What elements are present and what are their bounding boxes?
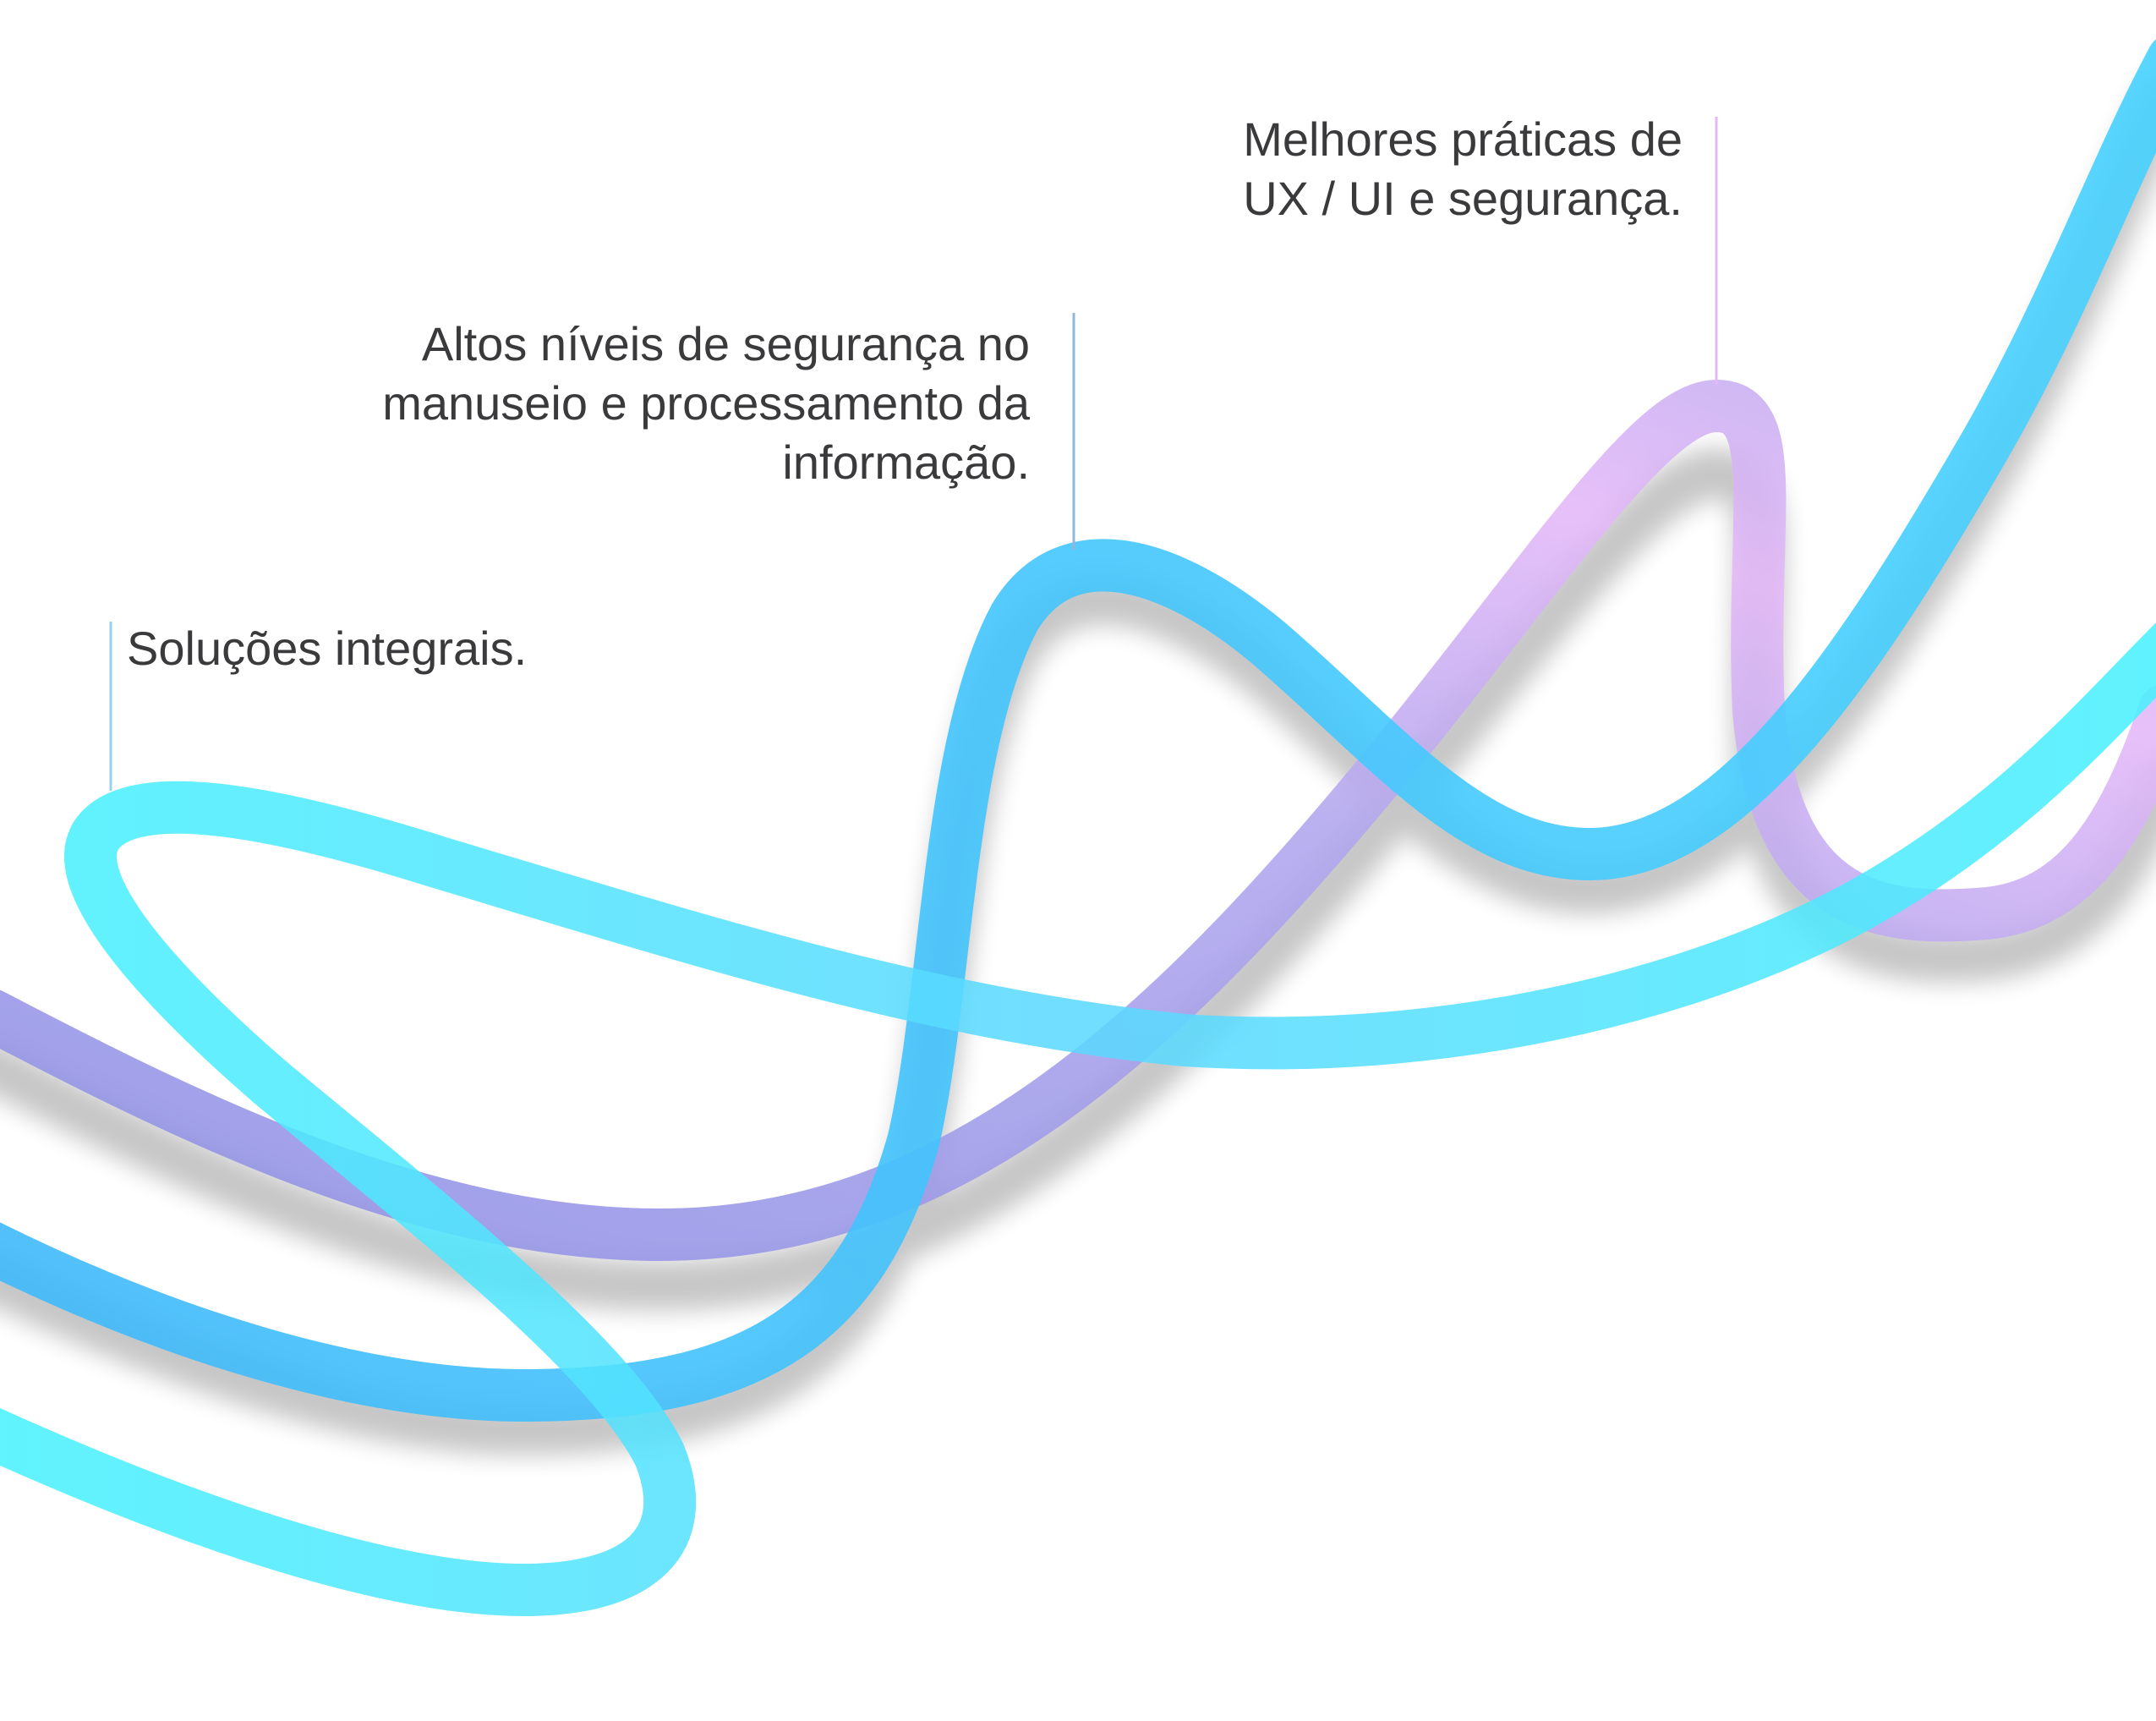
label-line: UX / UI e segurança.	[1243, 172, 1683, 225]
label-line: Melhores práticas de	[1243, 112, 1683, 166]
label-melhores-praticas: Melhores práticas de UX / UI e segurança…	[1243, 110, 1683, 228]
ribbon-blue	[0, 39, 2156, 1422]
ribbon-purple	[0, 379, 2156, 1262]
label-line: Soluções integrais.	[127, 622, 528, 675]
label-solucoes-integrais: Soluções integrais.	[127, 619, 527, 678]
ribbon-cyan	[0, 622, 2156, 1617]
label-altos-niveis: Altos níveis de segurança no manuseio e …	[382, 315, 1030, 492]
label-line: manuseio e processamento da	[382, 376, 1030, 430]
ribbon-shadows	[0, 76, 2156, 1456]
label-line: Altos níveis de segurança no	[421, 317, 1030, 370]
label-line: informação.	[782, 436, 1030, 489]
